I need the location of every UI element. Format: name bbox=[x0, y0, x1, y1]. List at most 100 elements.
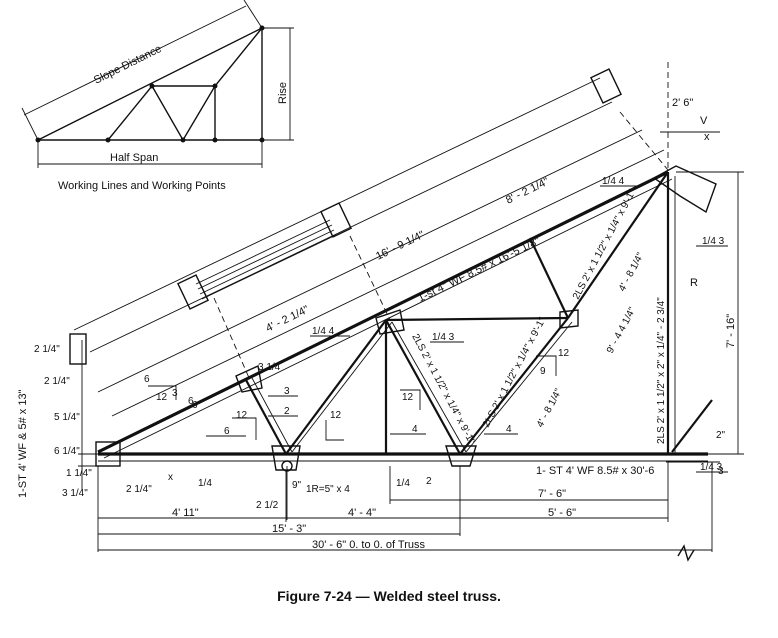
right-support bbox=[671, 399, 713, 453]
web-6 bbox=[567, 171, 669, 319]
bottom-gusset-1 bbox=[271, 445, 301, 471]
roof-dim-line-2 bbox=[111, 149, 665, 417]
top-chord bbox=[97, 170, 669, 454]
slope-a: 6 bbox=[144, 374, 150, 385]
purlin-1 bbox=[177, 274, 209, 310]
bottom-dimensions: 4' 11" 4' - 4" 5' - 6" 7' - 6" 15' - 3" … bbox=[97, 462, 713, 552]
bot-dim-b: 4' - 4" bbox=[348, 507, 376, 519]
mid-gusset bbox=[559, 309, 579, 329]
gusset-v-label: V bbox=[700, 115, 708, 127]
diag-dim-c: 4' - 8 1/4" bbox=[535, 387, 565, 430]
roof-dim-line bbox=[97, 129, 643, 393]
inset-working-points bbox=[35, 25, 265, 143]
web-4 bbox=[459, 317, 569, 455]
weld-left-a: 3 bbox=[284, 386, 290, 397]
slope-triangles: 6 12 12 12 12 9 12 6 bbox=[144, 348, 570, 441]
slope-b: 12 bbox=[156, 392, 168, 403]
bottom-chord-label: 1- ST 4' WF 8.5# x 30'-6 bbox=[536, 465, 654, 477]
weld-bot-left: 1/4 bbox=[198, 478, 212, 489]
inset-slope-dim bbox=[23, 5, 247, 116]
weld-center-b: 4 bbox=[506, 424, 512, 435]
inset-diagram: Slope Distance Rise Half Span Working Li… bbox=[21, 0, 294, 192]
slope-d: 12 bbox=[330, 410, 342, 421]
weld-left-b: 2 bbox=[284, 406, 290, 417]
rise-total-label: 7' - 16" bbox=[725, 314, 737, 348]
left-dim-f: 3 1/4" bbox=[62, 488, 88, 499]
top-chord-label: 1-st 4" WF 8.5# x 16'-5 1/8" bbox=[416, 235, 542, 305]
diag-dim-a: 4' - 8 1/4" bbox=[617, 251, 647, 294]
top-chord-flange bbox=[103, 178, 673, 459]
weld-left-e: 6 bbox=[224, 426, 230, 437]
vertical-label: 2LS 2' x 1 1/2" x 2" x 1/4" - 2 3/4" bbox=[656, 297, 667, 444]
inset-rise-label: Rise bbox=[277, 82, 289, 104]
left-dim-d: 6 1/4" bbox=[54, 446, 80, 457]
inset-slope bbox=[37, 27, 263, 141]
web-lower-left-label: 2LS 2' x 1 1/2" x 1/4" x 9'-1" bbox=[409, 332, 477, 446]
purlin-2 bbox=[320, 202, 352, 238]
weld-right-end: 1/4 3 bbox=[700, 462, 723, 473]
gusset-r-label: R bbox=[690, 277, 698, 289]
extension-lines bbox=[69, 68, 669, 417]
slope-c: 12 bbox=[236, 410, 248, 421]
weld-left-d: 6 bbox=[192, 400, 198, 411]
bot-dim-half: 15' - 3" bbox=[272, 523, 306, 535]
weld-center-a: 4 bbox=[412, 424, 418, 435]
weld-vert-a: 1/4 3 bbox=[702, 236, 725, 247]
weld-center-c: 2 bbox=[426, 476, 432, 487]
left-dim-g: 2 1/4" bbox=[126, 484, 152, 495]
inset-subtitle: Working Lines and Working Points bbox=[58, 180, 226, 192]
bolt-2: 2 1/2 bbox=[256, 500, 279, 511]
bottom-gusset-2 bbox=[445, 445, 477, 467]
web-2 bbox=[285, 319, 387, 455]
inset-slope-label: Slope Distance bbox=[92, 43, 164, 87]
sheathing-band bbox=[195, 219, 337, 300]
bolt-9: 9" bbox=[292, 480, 302, 491]
web-horizontal bbox=[385, 316, 569, 322]
end-x-label: x bbox=[168, 472, 173, 483]
weld-upper-web: 1/4 3 bbox=[432, 332, 455, 343]
top-dim-a: 16' - 9 1/4" bbox=[374, 229, 427, 263]
weld-left-top: 3 1/4 bbox=[258, 362, 281, 373]
web-1 bbox=[245, 379, 287, 455]
left-dim-e: 1 1/4" bbox=[66, 468, 92, 479]
weld-symbols: 1/4 4 1/4 4 1/4 3 3 1/4 3 2 3 6 6 4 4 2 … bbox=[172, 176, 728, 489]
bolt-note: 1R=5" x 4 bbox=[306, 484, 350, 495]
slope-e: 12 bbox=[402, 392, 414, 403]
top-gusset-2 bbox=[375, 309, 405, 335]
web-center-label: 2LS 2' x 1 1/2" x 1/4" x 9'-1" bbox=[481, 315, 549, 429]
slope-f: 9 bbox=[540, 366, 546, 377]
peak-offset-label: 2' 6" bbox=[672, 97, 693, 109]
main-truss bbox=[95, 165, 720, 520]
plate-label: 2" bbox=[716, 430, 726, 441]
purlin-end bbox=[69, 333, 87, 365]
left-dim-a: 2 1/4" bbox=[34, 344, 60, 355]
bot-dim-total: 30' - 6" 0. to 0. of Truss bbox=[312, 539, 426, 551]
gusset-x-label: x bbox=[704, 131, 710, 143]
weld-bot-mid: 1/4 bbox=[396, 478, 410, 489]
weld-top-mid: 1/4 4 bbox=[312, 326, 335, 337]
web-3 bbox=[385, 319, 461, 455]
right-3-label: 3 bbox=[718, 466, 724, 477]
top-dim-b: 8' - 2 1/4" bbox=[504, 176, 551, 207]
left-end-label: 1-ST 4' WF & 5# x 13" bbox=[17, 389, 29, 498]
slope-h: 6 bbox=[188, 396, 194, 407]
bot-dim-c: 5' - 6" bbox=[548, 507, 576, 519]
break-mark bbox=[677, 544, 695, 562]
rise-dimension: 7' - 16" bbox=[676, 171, 744, 455]
figure-caption: Figure 7-24 — Welded steel truss. bbox=[277, 588, 501, 604]
web-5 bbox=[529, 237, 569, 319]
weld-peak: 1/4 4 bbox=[602, 176, 625, 187]
weld-left-c: 3 bbox=[172, 388, 178, 399]
diag-dim-b: 9' - 4 4 1/4" bbox=[605, 305, 639, 355]
bot-dim-d: 7' - 6" bbox=[538, 488, 566, 500]
peak-gusset bbox=[652, 165, 717, 214]
bot-dim-a: 4' 11" bbox=[172, 507, 199, 519]
purlin-3 bbox=[590, 68, 622, 104]
left-dim-c: 5 1/4" bbox=[54, 412, 80, 423]
inset-webs bbox=[107, 27, 263, 142]
inset-halfspan-label: Half Span bbox=[110, 152, 158, 164]
top-gusset-1 bbox=[235, 364, 263, 393]
left-dim-b: 2 1/4" bbox=[44, 376, 70, 387]
